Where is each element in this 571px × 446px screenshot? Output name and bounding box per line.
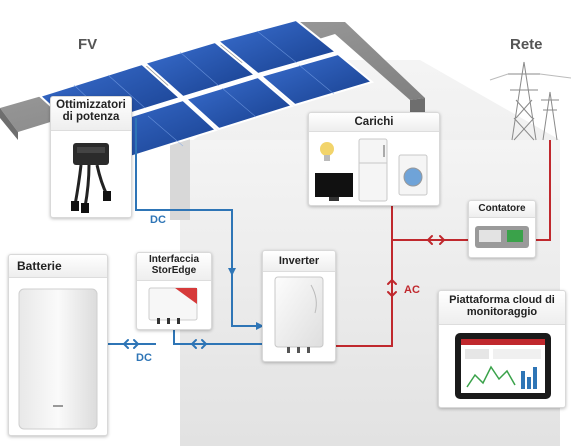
interfaccia-title-line2: StorEdge: [151, 265, 197, 276]
fv-label: FV: [78, 36, 98, 53]
dc-wiring: [106, 118, 262, 345]
contatore-box: Contatore: [468, 200, 536, 258]
interfaccia-box: Interfaccia StorEdge: [136, 252, 212, 330]
battery-icon: [18, 288, 98, 430]
interfaccia-title-line1: Interfaccia: [148, 254, 200, 265]
ottimizzatori-title-line2: di potenza: [62, 111, 120, 123]
power-optimizer-icon: [71, 143, 111, 213]
washing-machine-icon: [398, 154, 428, 196]
ottimizzatori-title: Ottimizzatori di potenza: [51, 97, 131, 131]
rete-label: Rete: [510, 36, 543, 53]
ac-label: AC: [404, 284, 420, 296]
inverter-box: Inverter: [262, 250, 336, 362]
inverter-icon: [274, 276, 324, 353]
dc-arrows: [122, 339, 208, 349]
piattaforma-title-line1: Piattaforma cloud di: [449, 294, 555, 306]
inverter-title: Inverter: [263, 251, 335, 272]
piattaforma-title: Piattaforma cloud di monitoraggio: [439, 291, 565, 325]
light-bulb-icon: [320, 142, 334, 161]
dc-label-bottom: DC: [136, 352, 152, 364]
meter-icon: [475, 226, 529, 248]
ottimizzatori-box: Ottimizzatori di potenza: [50, 96, 132, 218]
tablet-icon: [455, 333, 551, 399]
piattaforma-box: Piattaforma cloud di monitoraggio: [438, 290, 566, 408]
batterie-box: Batterie: [8, 254, 108, 436]
contatore-title: Contatore: [469, 201, 535, 218]
tv-icon: [315, 173, 353, 201]
carichi-title: Carichi: [309, 113, 439, 132]
dc-label-top: DC: [150, 214, 166, 226]
interfaccia-title: Interfaccia StorEdge: [137, 253, 211, 281]
refrigerator-icon: [358, 138, 388, 202]
storedge-interface-icon: [148, 287, 198, 324]
batterie-title: Batterie: [9, 255, 107, 278]
transmission-tower-icon: [489, 61, 571, 141]
carichi-box: Carichi: [308, 112, 440, 206]
appliances-graphic: [315, 138, 428, 202]
ac-arrows: [387, 235, 446, 298]
piattaforma-title-line2: monitoraggio: [466, 306, 538, 318]
ottimizzatori-title-line1: Ottimizzatori: [56, 99, 126, 111]
